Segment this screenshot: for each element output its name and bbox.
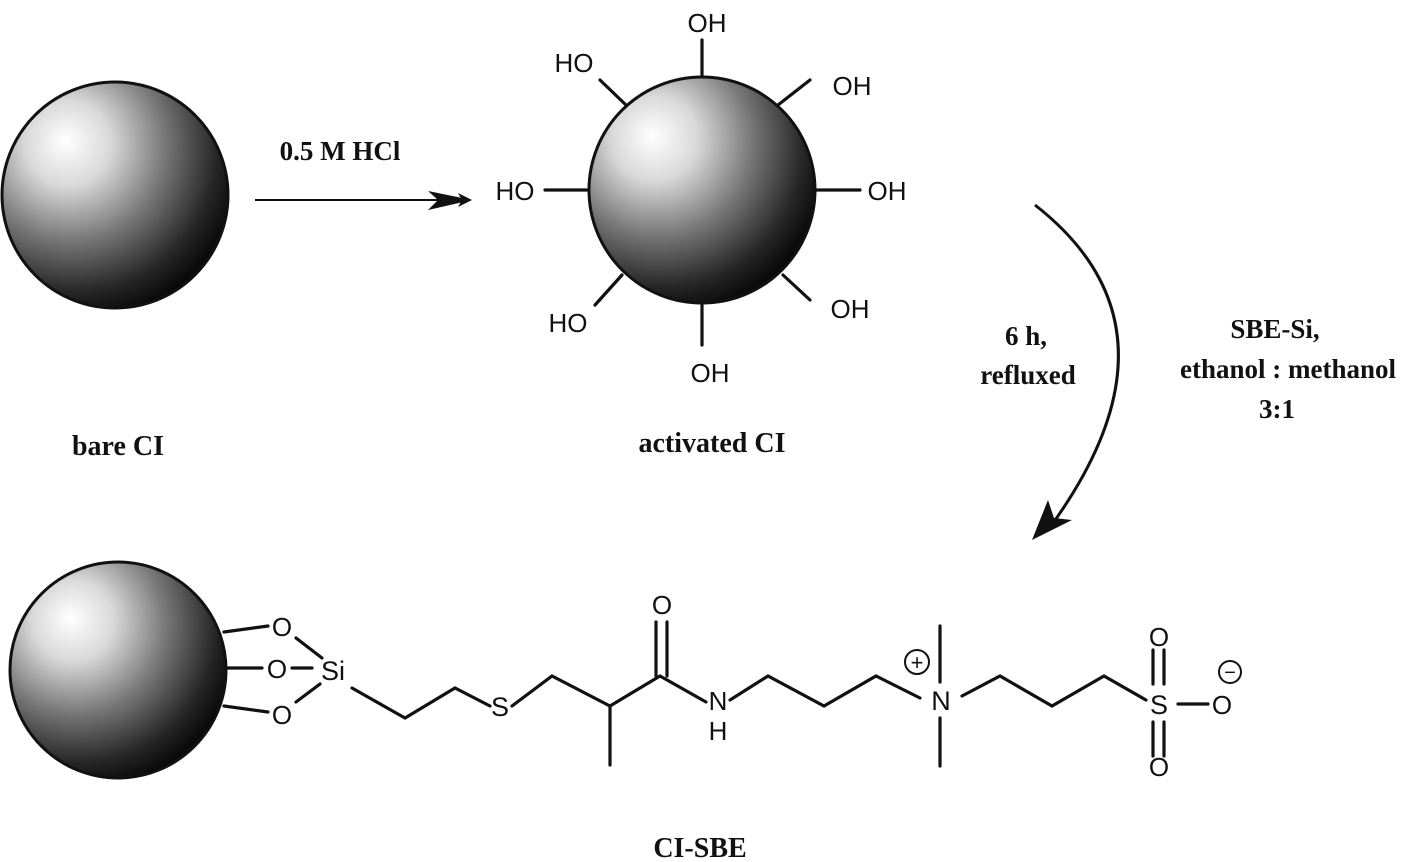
negative-charge-icon <box>1218 660 1242 684</box>
step2-reagent-line2: ethanol : methanol <box>1180 354 1396 384</box>
positive-charge-sign: + <box>911 650 924 675</box>
s-atom: S <box>491 692 509 722</box>
sulfonate-o-bottom: O <box>1149 752 1169 782</box>
negative-charge-sign: − <box>1224 662 1236 684</box>
amide-n-atom: N <box>709 686 728 716</box>
bare-ci-sphere <box>0 80 230 310</box>
ci-sbe-structure: O O O Si S O N H N + S O O O − <box>8 560 1242 782</box>
step2-arrowhead <box>1032 500 1072 540</box>
sulfonate-o-top: O <box>1149 622 1169 652</box>
step2-reagent-line3: 3:1 <box>1259 394 1295 424</box>
sulfonate-s-atom: S <box>1150 690 1168 720</box>
oh-left: HO <box>496 176 535 206</box>
sulfonate-o-minus: O <box>1212 690 1232 720</box>
si-atom: Si <box>321 656 345 686</box>
oh-bottom: OH <box>691 358 730 388</box>
step2-conditions-line2: refluxed <box>980 360 1076 390</box>
activated-ci: OH HO OH HO OH HO OH OH <box>496 8 907 388</box>
activated-ci-sphere <box>587 75 817 305</box>
oh-bottom-left: HO <box>549 308 588 338</box>
oh-right: OH <box>868 176 907 206</box>
step1-arrowhead <box>428 191 472 210</box>
ci-sbe-sphere <box>8 560 228 780</box>
oh-bottom-right: OH <box>831 294 870 324</box>
o-atom-3: O <box>272 700 292 730</box>
ci-sbe-label: CI-SBE <box>653 833 746 862</box>
step2-conditions-line1: 6 h, <box>1005 321 1047 351</box>
o-atom-2: O <box>267 654 287 684</box>
activated-ci-label: activated CI <box>639 428 786 459</box>
carbonyl-o-atom: O <box>652 590 672 620</box>
oh-top: OH <box>688 8 727 38</box>
oh-top-left: HO <box>555 48 594 78</box>
o-atom-1: O <box>272 612 292 642</box>
positive-charge-icon <box>904 649 930 675</box>
step1-reagent: 0.5 M HCl <box>280 136 401 166</box>
bare-ci-label: bare CI <box>72 431 164 462</box>
oh-top-right: OH <box>833 71 872 101</box>
ammonium-n-atom: N <box>931 686 951 716</box>
step2-reagent-line1: SBE-Si, <box>1230 314 1319 344</box>
step2-curved-arrow <box>1034 203 1120 531</box>
amide-h-atom: H <box>709 716 728 746</box>
